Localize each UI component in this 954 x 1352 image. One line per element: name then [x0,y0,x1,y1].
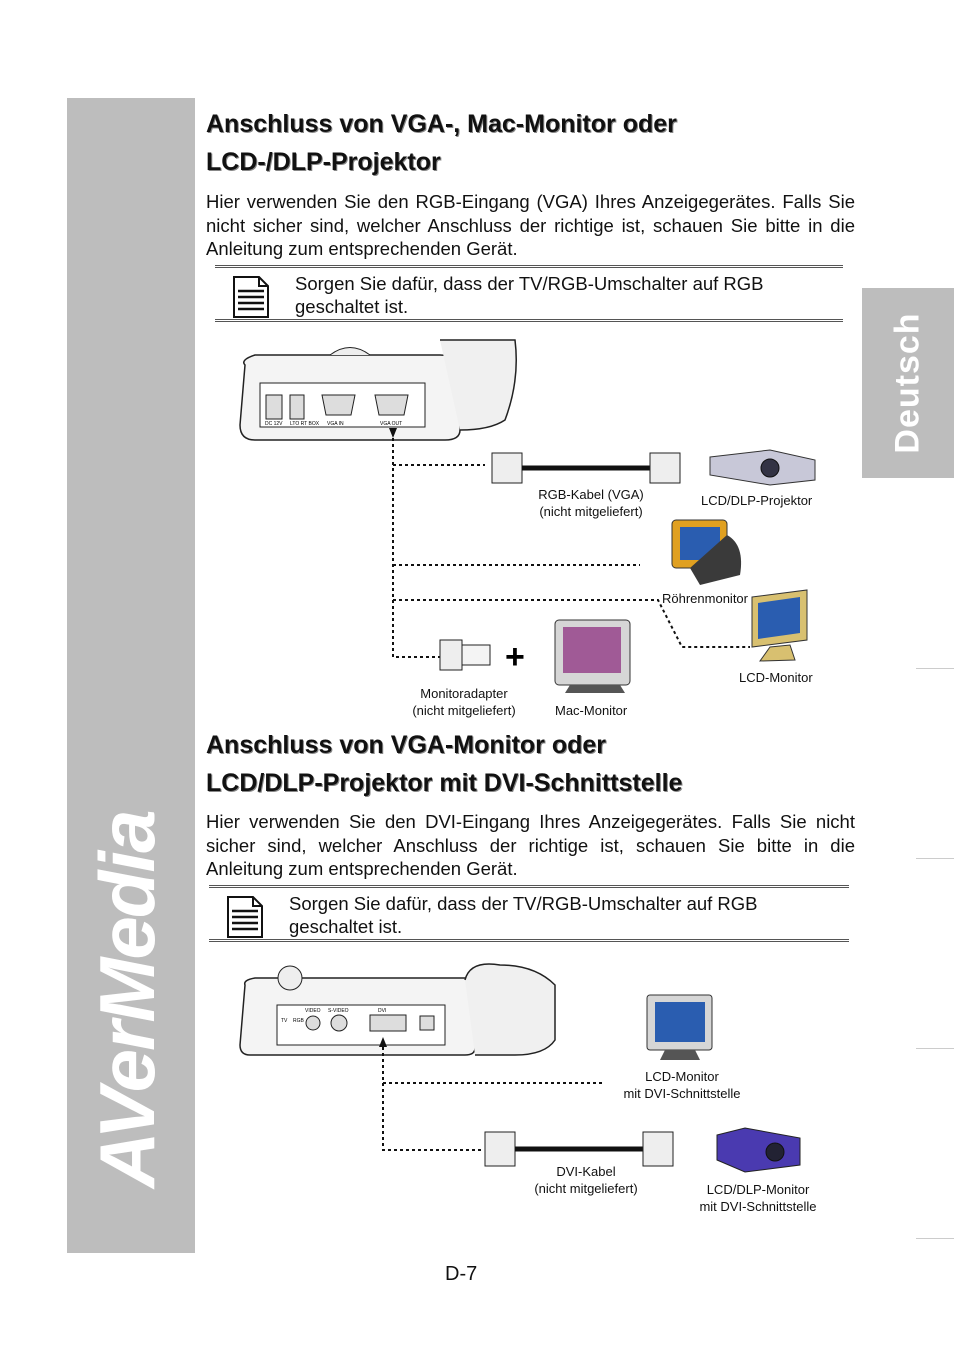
edge-divider [916,858,954,859]
projector-dvi-icon [716,1127,801,1173]
port-label: DVI [378,1008,386,1014]
port-label: RGB [293,1018,305,1024]
brand-logo: AVerMedia [83,811,171,1188]
section1-note: Sorgen Sie dafür, dass der TV/RGB-Umscha… [215,265,843,322]
left-sidebar-band: AVerMedia [67,98,195,1253]
port-label: VIDEO [305,1008,321,1014]
language-tab-label: Deutsch [888,312,927,454]
presenter-device: DC 12V LTO RT BOX VGA IN VGA OUT [239,339,517,441]
arrow-icon [379,1037,387,1047]
lcd-monitor-icon [751,589,808,662]
connection-lines [382,1047,605,1151]
connection-lines [392,438,750,658]
note-icon [227,896,263,938]
lcd-monitor-dvi-icon [646,994,713,1060]
section2-body: Hier verwenden Sie den DVI-Eingang Ihres… [206,811,855,879]
section2-title-line2: LCD/DLP-Projektor mit DVI-Schnittstelle [206,769,683,797]
monitor-adapter-label: Monitoradapter (nicht mitgeliefert) [412,686,516,718]
page-number: D-7 [445,1263,478,1285]
language-tab: Deutsch [862,288,954,478]
section1-connection-diagram: DC 12V LTO RT BOX VGA IN VGA OUT + [239,339,816,693]
rgb-cable-label: RGB-Kabel (VGA) (nicht mitgeliefert) [538,487,644,519]
lcd-monitor-dvi-label: LCD-Monitor mit DVI-Schnittstelle [623,1069,741,1101]
section1-note-text: Sorgen Sie dafür, dass der TV/RGB-Umscha… [295,273,764,317]
section1-title-line1: Anschluss von VGA-, Mac-Monitor oder [206,110,677,138]
dvi-cable-label: DVI-Kabel (nicht mitgeliefert) [534,1164,638,1196]
mac-monitor-icon [554,619,631,693]
section2-note: Sorgen Sie dafür, dass der TV/RGB-Umscha… [209,885,849,942]
lcd-monitor-label: LCD-Monitor [739,670,813,685]
projector-label: LCD/DLP-Projektor [701,493,813,508]
section1-title-line2: LCD-/DLP-Projektor [206,148,441,176]
section2-note-text: Sorgen Sie dafür, dass der TV/RGB-Umscha… [289,893,758,937]
plus-icon: + [505,638,525,676]
monitor-adapter-icon [439,639,491,671]
edge-divider [916,668,954,669]
port-label: DC 12V [265,421,283,427]
projector-icon [709,449,816,486]
port-label: LTO RT BOX [290,421,320,427]
note-icon [233,276,269,318]
section2-title-line1: Anschluss von VGA-Monitor oder [206,731,607,759]
crt-monitor-icon [671,519,742,585]
port-label: VGA IN [327,421,344,427]
port-label: VGA OUT [380,421,402,427]
mac-monitor-label: Mac-Monitor [555,703,628,718]
port-label: TV [281,1018,288,1024]
edge-divider [916,1048,954,1049]
edge-divider [916,1238,954,1239]
arrow-icon [389,428,397,438]
projector-dvi-label: LCD/DLP-Monitor mit DVI-Schnittstelle [699,1182,817,1214]
section2-connection-diagram: VIDEO S-VIDEO DVI TV RGB [239,963,801,1173]
section1-body: Hier verwenden Sie den RGB-Eingang (VGA)… [206,191,855,259]
rgb-cable-icon [491,452,681,484]
crt-monitor-label: Röhrenmonitor [662,591,748,606]
presenter-device-dvi: VIDEO S-VIDEO DVI TV RGB [239,963,556,1056]
port-label: S-VIDEO [328,1008,349,1014]
dvi-cable-icon [484,1131,674,1167]
